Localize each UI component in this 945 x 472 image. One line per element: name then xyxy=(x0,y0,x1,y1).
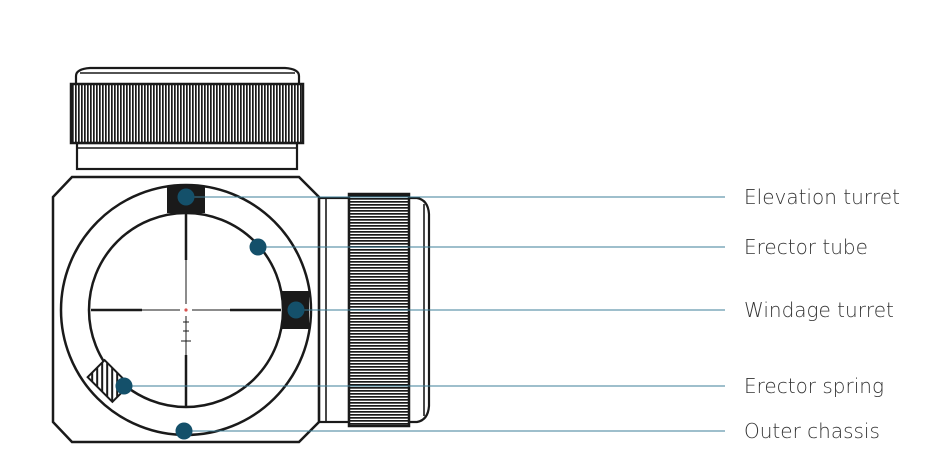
label-erector-spring: Erector spring xyxy=(744,374,884,398)
leader-lines xyxy=(124,196,725,432)
callout-labels: Elevation turret Erector tube Windage tu… xyxy=(744,185,900,443)
reticle-crosshair xyxy=(91,213,281,407)
label-elevation-turret: Elevation turret xyxy=(744,185,900,209)
elevation-turret-knurl xyxy=(69,82,305,145)
marker-erector-tube xyxy=(249,238,267,256)
elevation-turret-base xyxy=(75,141,299,171)
marker-elevation-turret xyxy=(177,188,195,206)
marker-outer-chassis xyxy=(175,422,193,440)
outer-chassis-body xyxy=(51,175,321,444)
label-erector-tube: Erector tube xyxy=(744,235,868,259)
marker-windage-turret xyxy=(287,301,305,319)
label-outer-chassis: Outer chassis xyxy=(744,419,880,443)
elevation-turret-cap xyxy=(74,66,301,84)
reticle-center-dot xyxy=(184,308,188,312)
callout-markers xyxy=(115,188,305,440)
label-windage-turret: Windage turret xyxy=(744,298,894,322)
marker-erector-spring xyxy=(115,377,133,395)
